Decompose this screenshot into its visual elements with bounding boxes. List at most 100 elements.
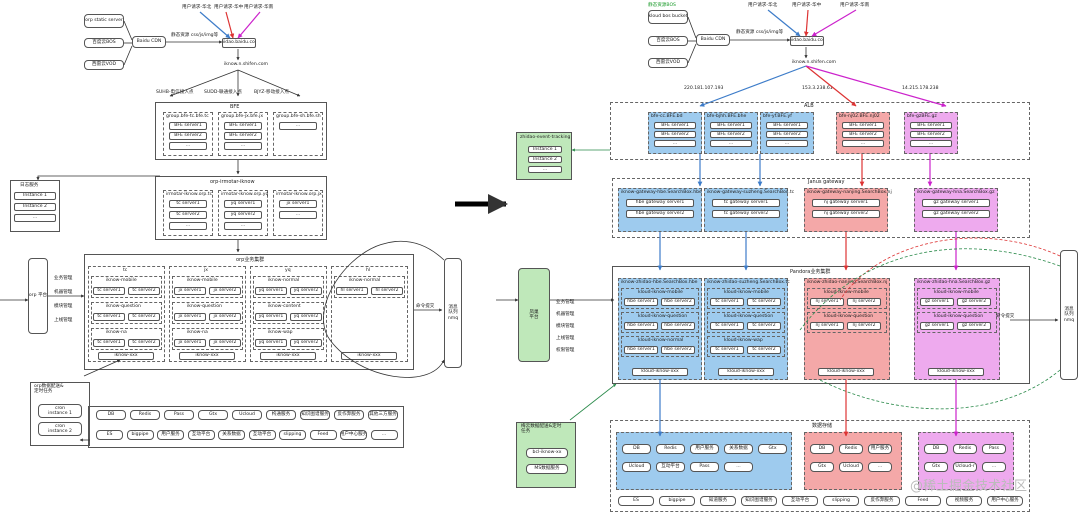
storage-shared-item: Feed: [905, 496, 941, 506]
storage-item: DB: [622, 444, 651, 454]
cdn-link-3: [687, 43, 697, 64]
cluster-column: [331, 266, 408, 362]
gateway-server: ...: [224, 222, 262, 230]
module-title: kloud-iknow-question: [934, 314, 984, 319]
storage-item: 反作弊服务: [334, 410, 364, 420]
storage-item: 关系数据: [218, 430, 245, 440]
module-server: yq server1: [255, 287, 287, 295]
module-title: kloud-iknow-mobile: [934, 290, 979, 295]
module-server: jx server2: [209, 287, 241, 295]
module-server: tc server1: [93, 287, 125, 295]
module-server: nj server1: [810, 298, 844, 306]
task-title: orp数据配送& 定时任务: [34, 384, 64, 395]
module-title: kloud-iknow-mobile: [824, 290, 869, 295]
storage-item: DB: [810, 444, 834, 454]
mq-loop: [323, 240, 445, 378]
gateway-server: nj gateway server2: [812, 210, 880, 218]
storage-item: Feed: [309, 430, 337, 440]
storage-item: 互动平台: [248, 430, 276, 440]
module-server: tc server2: [747, 298, 781, 306]
storage-item: ...: [724, 462, 753, 472]
event-instance: ...: [528, 166, 562, 173]
janus-gateway-cluster: [612, 178, 1030, 238]
gateway-server: yq server1: [224, 200, 262, 208]
bfe-group-title: group.bfe-jx.bfe.jx: [221, 114, 264, 119]
alb-cluster: [610, 102, 1030, 160]
module-server: tc server1: [93, 313, 125, 321]
storage-item: Redis: [656, 444, 685, 454]
platform-box: 凤巢 平台: [518, 268, 550, 362]
storage-item: Ucloud-r: [953, 462, 977, 472]
alb-server: BFE server1: [710, 122, 752, 129]
module-server: yq server2: [290, 287, 322, 295]
storage-item: Redis: [839, 444, 863, 454]
monitor-group: [10, 180, 60, 232]
mq-box: 消息 队列 nmq: [444, 258, 462, 368]
alb-server: ...: [842, 140, 884, 147]
module-server: tc server1: [710, 322, 744, 330]
cdn-link-3: [123, 45, 133, 66]
storage-item: 关系数据: [724, 444, 753, 454]
module-group: [807, 288, 887, 309]
storage-item: 互动平台: [187, 430, 215, 440]
module-server: hbe server1: [624, 322, 658, 330]
cdn-link-1: [687, 16, 697, 39]
cdn-label: 静态资源 css/js/img等: [171, 33, 219, 38]
storage-item: Gtx: [758, 444, 787, 454]
orp-gateway-cluster: [155, 176, 327, 240]
domain-iknow: iknow.n.shifen.com: [224, 62, 269, 67]
cdn-box: Baidu CDN: [132, 36, 166, 48]
module-server: hbe server2: [661, 298, 695, 306]
storage-cluster: [610, 420, 1030, 512]
entry-arrow-1: [169, 69, 239, 97]
storage-shared-item: bigpipe: [659, 496, 695, 506]
gateway-server: gz gateway server2: [922, 210, 990, 218]
domain-box: zhidao.baidu.com: [222, 38, 256, 48]
bfe-group: [163, 112, 213, 156]
module-server: tc server2: [128, 287, 160, 295]
cluster-name: jx: [204, 268, 208, 273]
module-server: tc server2: [128, 313, 160, 321]
task-to-cluster: [83, 359, 121, 377]
gateway-to-monitor: [36, 175, 160, 181]
module-title: iknow-mobile: [106, 278, 137, 283]
storage-item: 用户服务: [690, 444, 719, 454]
module-server: hbe server2: [661, 322, 695, 330]
module-server: hl server1: [336, 287, 368, 295]
bfe-server: BFE server2: [169, 132, 207, 140]
alb-server: ...: [710, 140, 752, 147]
user-central: 用户请求-华中: [214, 5, 244, 10]
gateway-group: [273, 190, 323, 236]
cdn-source-orp: orp static server: [84, 14, 124, 28]
storage-shared-item: 反作弊服务: [864, 496, 900, 506]
module-group: [91, 328, 162, 350]
ip-arrow-2: [805, 65, 857, 107]
gateway-group-title: iknow-gateway-hna.SearchBox.gz: [917, 190, 995, 195]
cmd-label: 命令提交: [996, 314, 1015, 319]
module-title: kloud-iknow-mobile: [638, 290, 683, 295]
bfe-server: BFE server1: [224, 122, 262, 130]
module-title: kloud-iknow-normal: [638, 338, 684, 343]
module-title: iknow-question: [106, 304, 141, 309]
cdn-source-bucket: kloud bos bucket: [648, 10, 688, 24]
user-south-arrow: [811, 9, 857, 37]
user-north-arrow: [767, 9, 801, 37]
monitor-instance: Instance 2: [14, 203, 56, 211]
alb-server: ...: [654, 140, 696, 147]
domain-box: zhidao.baidu.com: [790, 36, 824, 46]
bfe-title: BFE: [230, 104, 240, 110]
cluster-name: iknow-zhidao-hna.SearchBox.gz: [917, 280, 991, 285]
module-group: [707, 288, 785, 309]
gateway-title: orp-irmotar-iknow: [210, 179, 255, 185]
storage-item: Pass: [164, 410, 194, 420]
ip-3: 14.215.178.238: [902, 86, 939, 91]
alb-group-title: bfe-gzBFE.gz: [907, 114, 937, 119]
cron-instance: cron instance 2: [38, 422, 82, 436]
mgmt-item: 模块管理: [556, 324, 575, 329]
alb-server: BFE server2: [910, 131, 952, 138]
bfe-server: ...: [279, 122, 317, 130]
module-server: tc server1: [93, 339, 125, 347]
module-group: [172, 302, 243, 324]
module-server: tc server2: [747, 346, 781, 354]
